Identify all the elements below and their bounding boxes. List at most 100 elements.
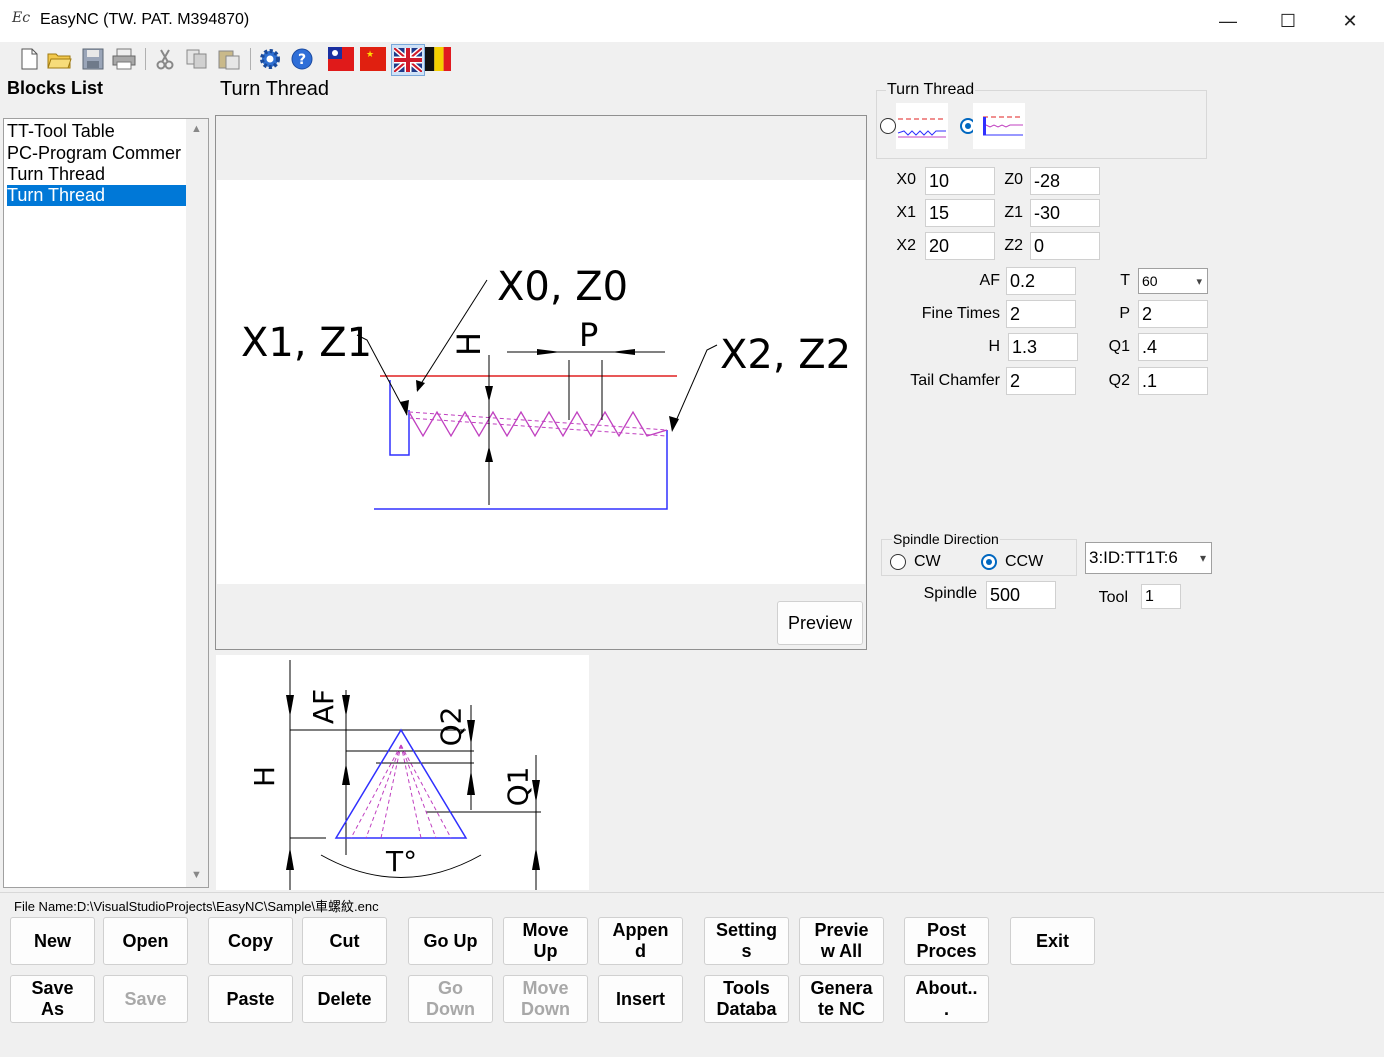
svg-text:?: ? bbox=[298, 52, 306, 68]
x0-input[interactable]: 10 bbox=[925, 167, 995, 195]
settings-gear-icon[interactable] bbox=[257, 46, 283, 72]
copy-icon[interactable] bbox=[184, 46, 210, 72]
z2-input[interactable]: 0 bbox=[1030, 232, 1100, 260]
help-icon[interactable]: ? bbox=[289, 46, 315, 72]
blocks-listbox[interactable]: TT-Tool Table PC-Program Commer Turn Thr… bbox=[3, 118, 209, 888]
tool-input[interactable]: 1 bbox=[1141, 584, 1181, 609]
tool-select-value: 3:ID:TT1T:6 bbox=[1089, 548, 1178, 567]
open-button[interactable]: Open bbox=[103, 917, 188, 965]
flag-china-icon[interactable]: ★ bbox=[360, 46, 386, 72]
list-scrollbar[interactable]: ▲ ▼ bbox=[186, 119, 208, 887]
external-thread-icon[interactable] bbox=[896, 103, 948, 149]
list-item-selected[interactable]: Turn Thread bbox=[7, 185, 189, 206]
save-button[interactable]: Save bbox=[103, 975, 188, 1023]
fine-times-input[interactable]: 2 bbox=[1006, 300, 1076, 328]
easync-app-icon: Ec bbox=[12, 10, 31, 26]
preview-panel: X0, Z0 X1, Z1 X2, Z2 H P Preview bbox=[215, 115, 867, 650]
tool-select[interactable]: 3:ID:TT1T:6 ▾ bbox=[1085, 542, 1212, 574]
window-title: EasyNC (TW. PAT. M394870) bbox=[40, 11, 250, 28]
post-process-label-2: Proces bbox=[916, 941, 977, 961]
paste-icon[interactable] bbox=[216, 46, 242, 72]
print-icon[interactable] bbox=[111, 46, 137, 72]
tail-chamfer-label: Tail Chamfer bbox=[910, 372, 1000, 389]
z0-input[interactable]: -28 bbox=[1030, 167, 1100, 195]
delete-button[interactable]: Delete bbox=[302, 975, 387, 1023]
save-icon[interactable] bbox=[80, 46, 106, 72]
external-thread-radio[interactable] bbox=[880, 118, 896, 134]
ccw-radio[interactable] bbox=[981, 554, 997, 570]
q2-input[interactable]: .1 bbox=[1138, 367, 1208, 395]
t-angle-select[interactable]: 60 ▾ bbox=[1138, 268, 1208, 294]
chevron-down-icon: ▾ bbox=[1199, 551, 1206, 565]
turn-thread-group bbox=[876, 90, 1207, 159]
new-button[interactable]: New bbox=[10, 917, 95, 965]
list-item[interactable]: PC-Program Commer bbox=[7, 143, 182, 163]
cut-button[interactable]: Cut bbox=[302, 917, 387, 965]
flag-uk-icon[interactable] bbox=[391, 44, 425, 76]
copy-button[interactable]: Copy bbox=[208, 917, 293, 965]
thread-diagram: X0, Z0 X1, Z1 X2, Z2 H P bbox=[217, 180, 865, 584]
minimize-button[interactable]: — bbox=[1219, 10, 1237, 31]
chevron-down-icon: ▾ bbox=[1196, 275, 1202, 288]
h-input[interactable]: 1.3 bbox=[1008, 333, 1078, 361]
settings-label-1: Setting bbox=[716, 920, 777, 940]
fine-times-label: Fine Times bbox=[921, 305, 1000, 322]
scroll-down-icon[interactable]: ▼ bbox=[191, 869, 202, 881]
open-folder-icon[interactable] bbox=[47, 46, 73, 72]
toolbar-separator bbox=[250, 48, 251, 70]
list-item[interactable]: TT-Tool Table bbox=[7, 121, 115, 141]
exit-button[interactable]: Exit bbox=[1010, 917, 1095, 965]
x1-label: X1 bbox=[896, 204, 916, 221]
maximize-button[interactable]: ☐ bbox=[1279, 10, 1297, 31]
q1-input[interactable]: .4 bbox=[1138, 333, 1208, 361]
file-name-status: File Name:D:\VisualStudioProjects\EasyNC… bbox=[14, 899, 379, 914]
spindle-direction-title: Spindle Direction bbox=[892, 531, 1000, 547]
about-label-2: . bbox=[943, 999, 949, 1019]
z2-label: Z2 bbox=[1004, 237, 1023, 254]
go-up-button[interactable]: Go Up bbox=[408, 917, 493, 965]
x2-input[interactable]: 20 bbox=[925, 232, 995, 260]
list-item[interactable]: Turn Thread bbox=[7, 164, 106, 184]
flag-taiwan-icon[interactable] bbox=[328, 46, 354, 72]
q2-label: Q2 bbox=[1108, 372, 1130, 389]
close-button[interactable]: ✕ bbox=[1342, 10, 1358, 31]
label-p: P bbox=[579, 316, 599, 354]
p-label: P bbox=[1119, 305, 1130, 322]
z1-input[interactable]: -30 bbox=[1030, 199, 1100, 227]
scroll-up-icon[interactable]: ▲ bbox=[191, 123, 202, 135]
toolbar-separator bbox=[145, 48, 146, 70]
paste-button[interactable]: Paste bbox=[208, 975, 293, 1023]
internal-thread-icon[interactable] bbox=[973, 103, 1025, 149]
insert-button[interactable]: Insert bbox=[598, 975, 683, 1023]
append-label-1: Appen bbox=[612, 920, 669, 940]
spindle-input[interactable]: 500 bbox=[986, 581, 1056, 609]
tail-chamfer-input[interactable]: 2 bbox=[1006, 367, 1076, 395]
af-input[interactable]: 0.2 bbox=[1006, 267, 1076, 295]
preview-button[interactable]: Preview bbox=[777, 601, 863, 645]
tool-label: Tool bbox=[1098, 589, 1128, 606]
tools-database-label-2: Databa bbox=[716, 999, 777, 1019]
about-button[interactable]: About... bbox=[904, 975, 989, 1023]
label-x0z0: X0, Z0 bbox=[497, 264, 629, 310]
p-input[interactable]: 2 bbox=[1138, 300, 1208, 328]
move-up-label-1: Move bbox=[522, 920, 569, 940]
turn-thread-group-title: Turn Thread bbox=[886, 81, 976, 99]
go-down-label-1: Go bbox=[438, 978, 463, 998]
x1-input[interactable]: 15 bbox=[925, 199, 995, 227]
move-down-label-1: Move bbox=[522, 978, 569, 998]
new-file-icon[interactable] bbox=[16, 46, 42, 72]
toolbar: ? ★ bbox=[0, 42, 1384, 76]
cut-icon[interactable] bbox=[152, 46, 178, 72]
flag-belgium-icon[interactable] bbox=[425, 46, 451, 72]
cw-radio[interactable] bbox=[890, 554, 906, 570]
